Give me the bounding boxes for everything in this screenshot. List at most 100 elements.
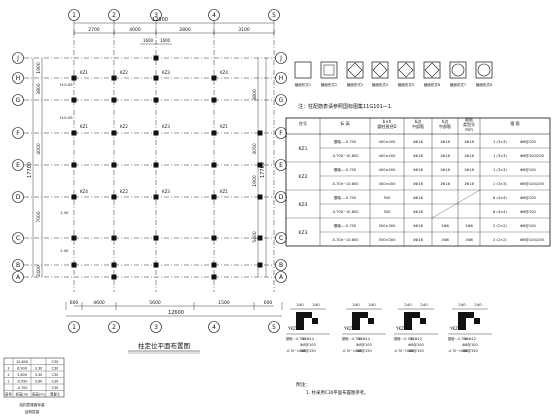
detail-value: 14Ф12 [410, 337, 422, 341]
table-cell: -0.700~10.800 [331, 238, 359, 242]
section-outline [346, 61, 364, 79]
axis-bubble [12, 94, 24, 106]
axis-label: A [279, 274, 284, 281]
column-mark [111, 97, 117, 103]
column-mark [211, 274, 217, 280]
table-cell: 1Ф8 [465, 238, 473, 242]
axis-label: H [279, 75, 284, 82]
detail-section [312, 318, 318, 324]
section-outline [449, 61, 467, 79]
axis-bubble [208, 321, 220, 333]
table-cell: 8 (4×4) [493, 210, 507, 214]
column-mark [257, 162, 263, 168]
table-header: 箍 筋 [510, 120, 519, 126]
axis-label: 4 [212, 12, 216, 19]
table-cell: 基础—-0.700 [334, 167, 357, 172]
column-mark [111, 262, 117, 268]
section-tie [347, 62, 363, 78]
table-cell: 400×400 [379, 168, 396, 172]
dim-text: 5600 [149, 300, 161, 306]
column-tag: KZ1 [80, 124, 88, 129]
detail-dim: 240 [296, 302, 304, 307]
floor-cell: -0.050 [17, 380, 28, 384]
column-mark [71, 235, 77, 241]
detail-section [368, 318, 374, 324]
floor-cell: 1 [7, 380, 9, 384]
table-header: 类型号 [463, 121, 475, 127]
dim-text: 17700 [260, 162, 266, 178]
dim-text: 4600 [93, 300, 105, 306]
table-header: b×h [383, 119, 392, 124]
detail-section [296, 312, 312, 330]
dim-text: 12800 [152, 17, 168, 23]
detail-name: YKZ2 [343, 326, 355, 331]
axis-label: 3 [154, 12, 158, 19]
elevation-label: 1.40 [60, 248, 69, 253]
floor-cell: 混凝土 [50, 392, 61, 397]
table-cell: 1Ф8 [441, 224, 449, 228]
column-tag: KZ2 [120, 189, 128, 194]
dim-text: 600 [70, 300, 79, 306]
table-cell: 500×300 [379, 238, 396, 242]
detail-value: Ф8@100 [356, 343, 371, 347]
table-cell-name: KZ2 [299, 174, 308, 180]
section-label: 截面形式4 [372, 82, 389, 87]
table-cell: 4Ф16 [413, 154, 424, 158]
axis-bubble [268, 321, 280, 333]
axis-bubble [12, 127, 24, 139]
section-tie [451, 63, 465, 77]
table-header: 箍筋 [465, 116, 473, 122]
detail-value: 14Ф14 [358, 337, 371, 341]
axis-bubble [12, 72, 24, 84]
table-diagonal [431, 189, 481, 219]
axis-bubble [275, 159, 287, 171]
elevation-label: H-0.05 [60, 115, 73, 120]
column-mark [153, 75, 159, 81]
dim-text: 4000 [129, 27, 141, 33]
floor-cell: 标高(m) [16, 392, 29, 397]
dim-text: 17700 [27, 162, 33, 178]
axis-label: A [16, 274, 21, 281]
detail-elev: -0.70~10.80 [448, 349, 468, 353]
dim-text: 2800 [179, 27, 191, 33]
table-cell: Ф8@100/200 [520, 238, 545, 242]
dim-text: 2400 [36, 265, 42, 277]
detail-dim: 240 [404, 302, 412, 307]
dim-text: 3800 [36, 83, 42, 95]
section-outline [294, 61, 312, 79]
column-mark [71, 194, 77, 200]
column-mark [71, 97, 77, 103]
axis-bubble [108, 321, 120, 333]
detail-section [458, 312, 474, 330]
column-mark [211, 194, 217, 200]
table-cell: Ф8@100/200 [520, 182, 545, 186]
column-mark [211, 130, 217, 136]
table-cell: 1 (3×3) [493, 182, 507, 186]
table-cell: 400×400 [379, 154, 396, 158]
axis-bubble [275, 271, 287, 283]
table-cell: -0.700~10.800 [331, 182, 359, 186]
detail-dim: 240 [474, 302, 482, 307]
column-mark [153, 97, 159, 103]
table-cell: 基础—-0.700 [334, 223, 357, 228]
table-cell: -0.700~10.800 [331, 210, 359, 214]
axis-label: 4 [212, 324, 216, 331]
detail-dim: 240 [420, 302, 428, 307]
column-tag: KZ2 [120, 70, 128, 75]
column-mark [71, 75, 77, 81]
dim-text: 5400 [252, 231, 258, 243]
notes-block: 附注：1. 柱采用C30平面布置图参考。 [296, 381, 369, 396]
detail-elev: -0.70~10.80 [394, 349, 414, 353]
axis-label: 1 [72, 324, 76, 331]
dim-text: 1600 [143, 38, 154, 43]
dim-text: 12600 [168, 310, 184, 316]
table-cell: 1 (3×3) [493, 154, 507, 158]
column-mark [111, 75, 117, 81]
axis-bubble [275, 191, 287, 203]
dim-text: 3800 [252, 89, 258, 101]
column-tag: KZ3 [162, 189, 170, 194]
